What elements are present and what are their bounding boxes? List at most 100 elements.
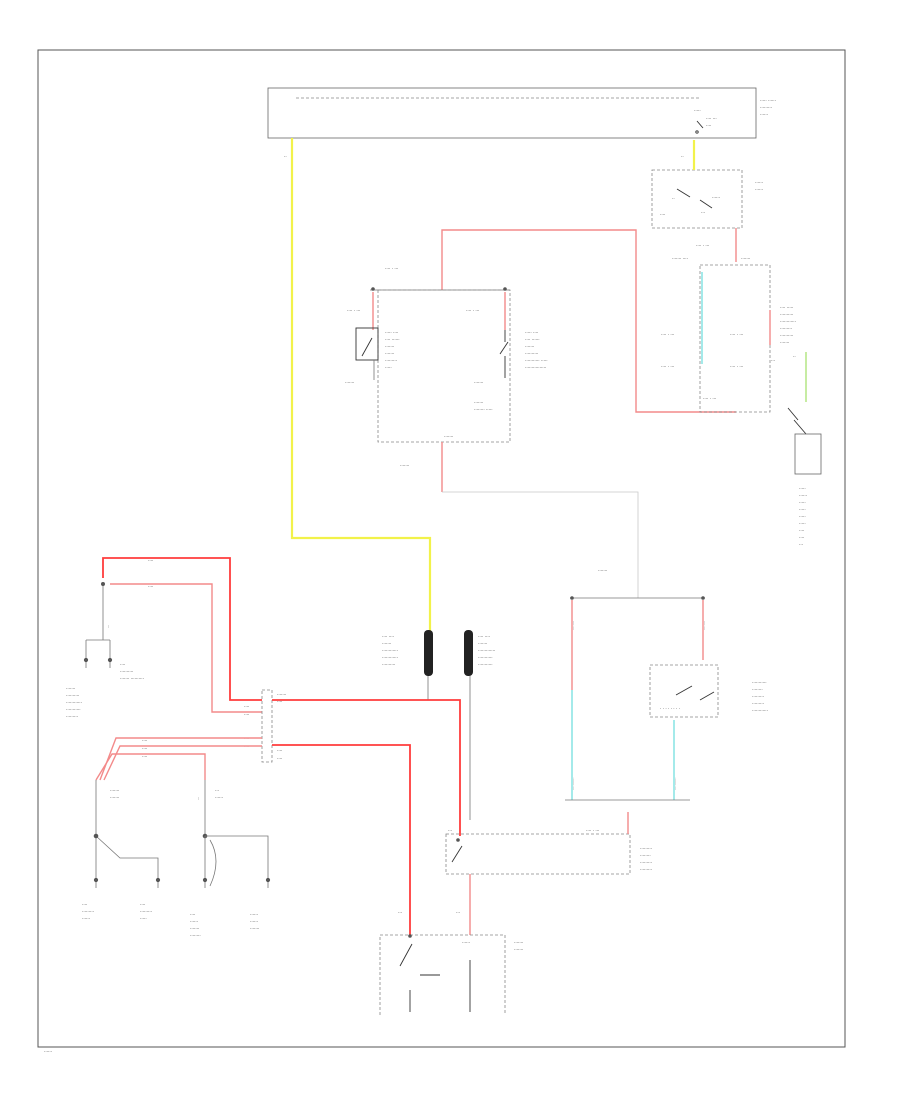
svg-text:···· ······: ···· ······ <box>385 337 400 342</box>
svg-text:····· ····: ····· ···· <box>385 330 398 335</box>
svg-text:······: ······ <box>755 187 763 192</box>
svg-text:···· · ···: ···· · ··· <box>696 243 709 248</box>
svg-text:······: ······ <box>712 195 720 200</box>
svg-text:·········: ········· <box>66 714 78 719</box>
svg-text:·······: ······· <box>190 926 199 931</box>
svg-text:···: ··· <box>771 358 775 363</box>
svg-text:····: ···· <box>799 535 804 540</box>
svg-text:············: ············ <box>382 648 398 653</box>
svg-text:·········: ········· <box>82 909 94 914</box>
svg-text:······: ······ <box>250 919 258 924</box>
svg-text:·······: ······· <box>514 940 523 945</box>
svg-text:········: ········ <box>703 621 707 630</box>
svg-text:······: ······ <box>44 1049 52 1054</box>
svg-text:··········: ·········· <box>780 333 793 338</box>
svg-text:··: ·· <box>681 154 684 159</box>
svg-text:·········: ········· <box>640 860 652 865</box>
svg-text:···: ··· <box>448 828 452 833</box>
svg-text:········: ········ <box>640 853 651 858</box>
svg-text:····: ···· <box>82 902 87 907</box>
svg-text:·····: ····· <box>799 500 806 505</box>
svg-text:····: ···· <box>277 699 282 704</box>
svg-text:····· ······: ····· ······ <box>760 98 776 103</box>
svg-text:·········: ········· <box>752 694 764 699</box>
svg-text:·······: ······· <box>66 686 75 691</box>
svg-text:···········: ··········· <box>478 662 493 667</box>
relay-switch-icon <box>499 330 509 378</box>
svg-text:·····: ····· <box>694 108 701 113</box>
coil-icon <box>464 630 473 676</box>
svg-text:··: ·· <box>672 196 675 201</box>
ground-icon <box>787 407 807 435</box>
diagram-frame <box>37 49 846 1048</box>
relay-bar: ··· ···· · ··· ········· ········ ······… <box>445 812 652 935</box>
svg-text:···· · ···: ···· · ··· <box>730 332 743 337</box>
svg-text:·······: ······· <box>110 795 119 800</box>
svg-text:···: ··· <box>215 788 219 793</box>
svg-text:·······: ······· <box>514 947 523 952</box>
sensor-block: ····· ······ ····· ····· ····· ····· ···… <box>794 433 822 547</box>
svg-text:·······: ······· <box>525 344 534 349</box>
svg-text:···· · ···: ···· · ··· <box>385 266 398 271</box>
svg-text:····: ···· <box>190 912 195 917</box>
svg-text:········: ········ <box>572 621 576 630</box>
svg-text:·······: ······· <box>598 568 607 573</box>
svg-text:·······: ······· <box>474 380 483 385</box>
svg-text:···········: ··········· <box>752 680 767 685</box>
svg-text:·······: ······· <box>474 400 483 405</box>
svg-text:··········: ·········· <box>382 662 395 667</box>
svg-text:···: ··· <box>197 797 201 800</box>
svg-text:···········: ··········· <box>572 777 576 790</box>
svg-text:······· ··········: ······· ·········· <box>120 676 144 681</box>
svg-text:·····: ····· <box>799 514 806 519</box>
svg-text:····: ···· <box>148 558 153 563</box>
svg-text:·······: ······· <box>478 641 487 646</box>
svg-text:············: ············ <box>752 708 768 713</box>
svg-text:···: ··· <box>456 910 460 915</box>
svg-text:···· ····: ···· ···· <box>382 634 394 639</box>
left-sensor-group: ···· ···· ··· ···· ·········· ······· ··… <box>66 557 262 719</box>
svg-text:···· ······: ···· ······ <box>525 337 540 342</box>
svg-text:············: ············ <box>780 319 796 324</box>
svg-text:·········: ········· <box>760 105 772 110</box>
svg-text:····: ···· <box>277 756 282 761</box>
relay-switch-icon <box>355 327 379 361</box>
svg-text:·····: ····· <box>385 365 392 370</box>
svg-text:···: ··· <box>701 210 705 215</box>
svg-text:··: ·· <box>284 154 287 159</box>
svg-text:········: ········ <box>190 933 201 938</box>
svg-text:····: ···· <box>706 123 711 128</box>
svg-text:·····: ····· <box>140 916 147 921</box>
range-sensor-block: ······· ········ ········ ··········· ··… <box>565 568 768 801</box>
svg-text:···· · ···: ···· · ··· <box>661 364 674 369</box>
svg-text:····: ···· <box>244 712 249 717</box>
lower-left-sensors: ······· ······· ···· ········· ······ ··… <box>82 780 271 938</box>
svg-text:·······: ······· <box>345 380 354 385</box>
svg-text:··: ·· <box>793 354 796 359</box>
starter-relay: ··· ······ ······· ······· <box>379 910 523 1015</box>
svg-text:··········: ·········· <box>120 669 133 674</box>
svg-text:·········: ········· <box>752 701 764 706</box>
svg-text:····: ···· <box>140 902 145 907</box>
svg-text:······: ······ <box>250 912 258 917</box>
svg-text:·····: ····· <box>799 507 806 512</box>
svg-text:·············: ············· <box>478 648 495 653</box>
svg-text:·······: ······· <box>382 641 391 646</box>
svg-text:········ ·····: ········ ····· <box>474 407 493 412</box>
svg-text:·······: ······· <box>385 351 394 356</box>
svg-text:···· · ···: ···· · ··· <box>661 332 674 337</box>
svg-text:····: ···· <box>142 746 147 751</box>
relay-module: ···· · ··· ···· · ··· ···· · ··· ···· · … <box>345 228 737 443</box>
svg-text:·········: ········· <box>140 909 152 914</box>
svg-text:····: ···· <box>799 528 804 533</box>
svg-text:·····: ····· <box>799 521 806 526</box>
svg-text:·······: ······· <box>277 692 286 697</box>
svg-text:······: ······ <box>755 180 763 185</box>
svg-text:····: ···· <box>142 754 147 759</box>
svg-text:·······: ······· <box>250 926 259 931</box>
svg-text:···· · ···: ···· · ··· <box>466 308 479 313</box>
svg-text:·········: ········· <box>640 867 652 872</box>
svg-text:······: ······ <box>215 795 223 800</box>
svg-text:····: ···· <box>277 748 282 753</box>
svg-text:···: ··· <box>107 625 111 628</box>
